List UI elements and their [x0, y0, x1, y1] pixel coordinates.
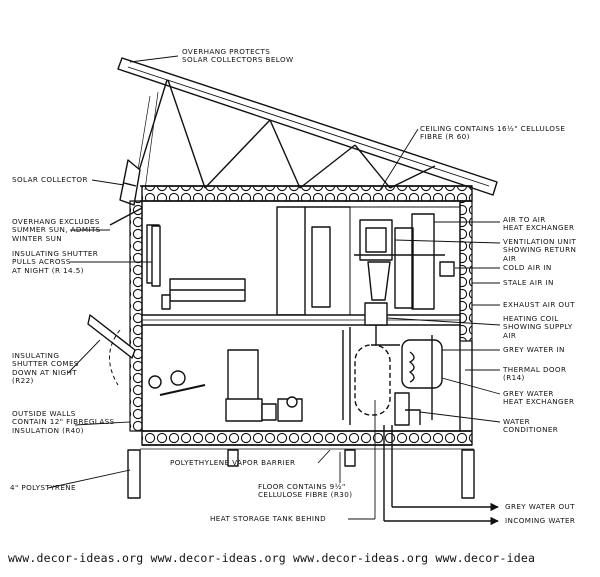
label-water-conditioner: WATER CONDITIONER — [503, 417, 559, 435]
ventilation-unit — [354, 213, 455, 310]
watermark: www.decor-ideas.org www.decor-ideas.org … — [8, 551, 536, 565]
lower-shutter — [87, 314, 136, 386]
heating-coil — [364, 302, 400, 346]
solar-collector — [119, 159, 141, 206]
label-heat-storage: HEAT STORAGE TANK BEHIND — [210, 514, 327, 523]
label-exhaust-air-out: EXHAUST AIR OUT — [503, 300, 575, 309]
floor-insulation — [140, 430, 474, 450]
label-outside-walls: OUTSIDE WALLS CONTAIN 12" FIBREGLASS INS… — [12, 409, 115, 435]
label-grey-water-hx: GREY WATER HEAT EXCHANGER — [503, 389, 575, 407]
label-overhang-protects: OVERHANG PROTECTS SOLAR COLLECTORS BELOW — [182, 47, 294, 65]
label-stale-air-in: STALE AIR IN — [503, 278, 554, 287]
foundation — [127, 449, 475, 499]
label-polystyrene: 4" POLYSTYRENE — [10, 483, 76, 492]
label-floor-contains: FLOOR CONTAINS 9½" CELLULOSE FIBRE (R30) — [258, 482, 353, 500]
label-grey-water-in: GREY WATER IN — [503, 345, 565, 354]
label-overhang-excludes: OVERHANG EXCLUDES SUMMER SUN, ADMITS WIN… — [12, 217, 101, 243]
grey-water-heat-exchanger — [401, 335, 443, 420]
upper-shutter — [109, 207, 161, 287]
roof — [117, 57, 498, 201]
label-grey-water-out: GREY WATER OUT — [505, 502, 575, 511]
label-ventilation-unit: VENTILATION UNIT SHOWING RETURN AIR — [503, 237, 577, 263]
label-insulating-shutter-across: INSULATING SHUTTER PULLS ACROSS AT NIGHT… — [12, 249, 99, 275]
label-incoming-water: INCOMING WATER — [505, 516, 576, 525]
lower-floor — [148, 349, 303, 422]
label-vapor-barrier: POLYETHYLENE VAPOR BARRIER — [170, 458, 296, 467]
service-pipes — [383, 425, 499, 526]
water-conditioner — [394, 392, 421, 426]
label-ceiling: CEILING CONTAINS 16½" CELLULOSE FIBRE (R… — [420, 124, 566, 142]
label-insulating-shutter-down: INSULATING SHUTTER COMES DOWN AT NIGHT (… — [12, 351, 79, 386]
leader-lines — [47, 55, 501, 520]
label-air-to-air: AIR TO AIR HEAT EXCHANGER — [503, 215, 575, 233]
heat-storage-tank — [354, 344, 391, 416]
ceiling-insulation — [140, 185, 473, 202]
label-solar-collector: SOLAR COLLECTOR — [12, 175, 88, 184]
label-thermal-door: THERMAL DOOR (R14) — [503, 365, 567, 383]
label-cold-air-in: COLD AIR IN — [503, 263, 552, 272]
label-heating-coil: HEATING COIL SHOWING SUPPLY AIR — [503, 314, 573, 340]
